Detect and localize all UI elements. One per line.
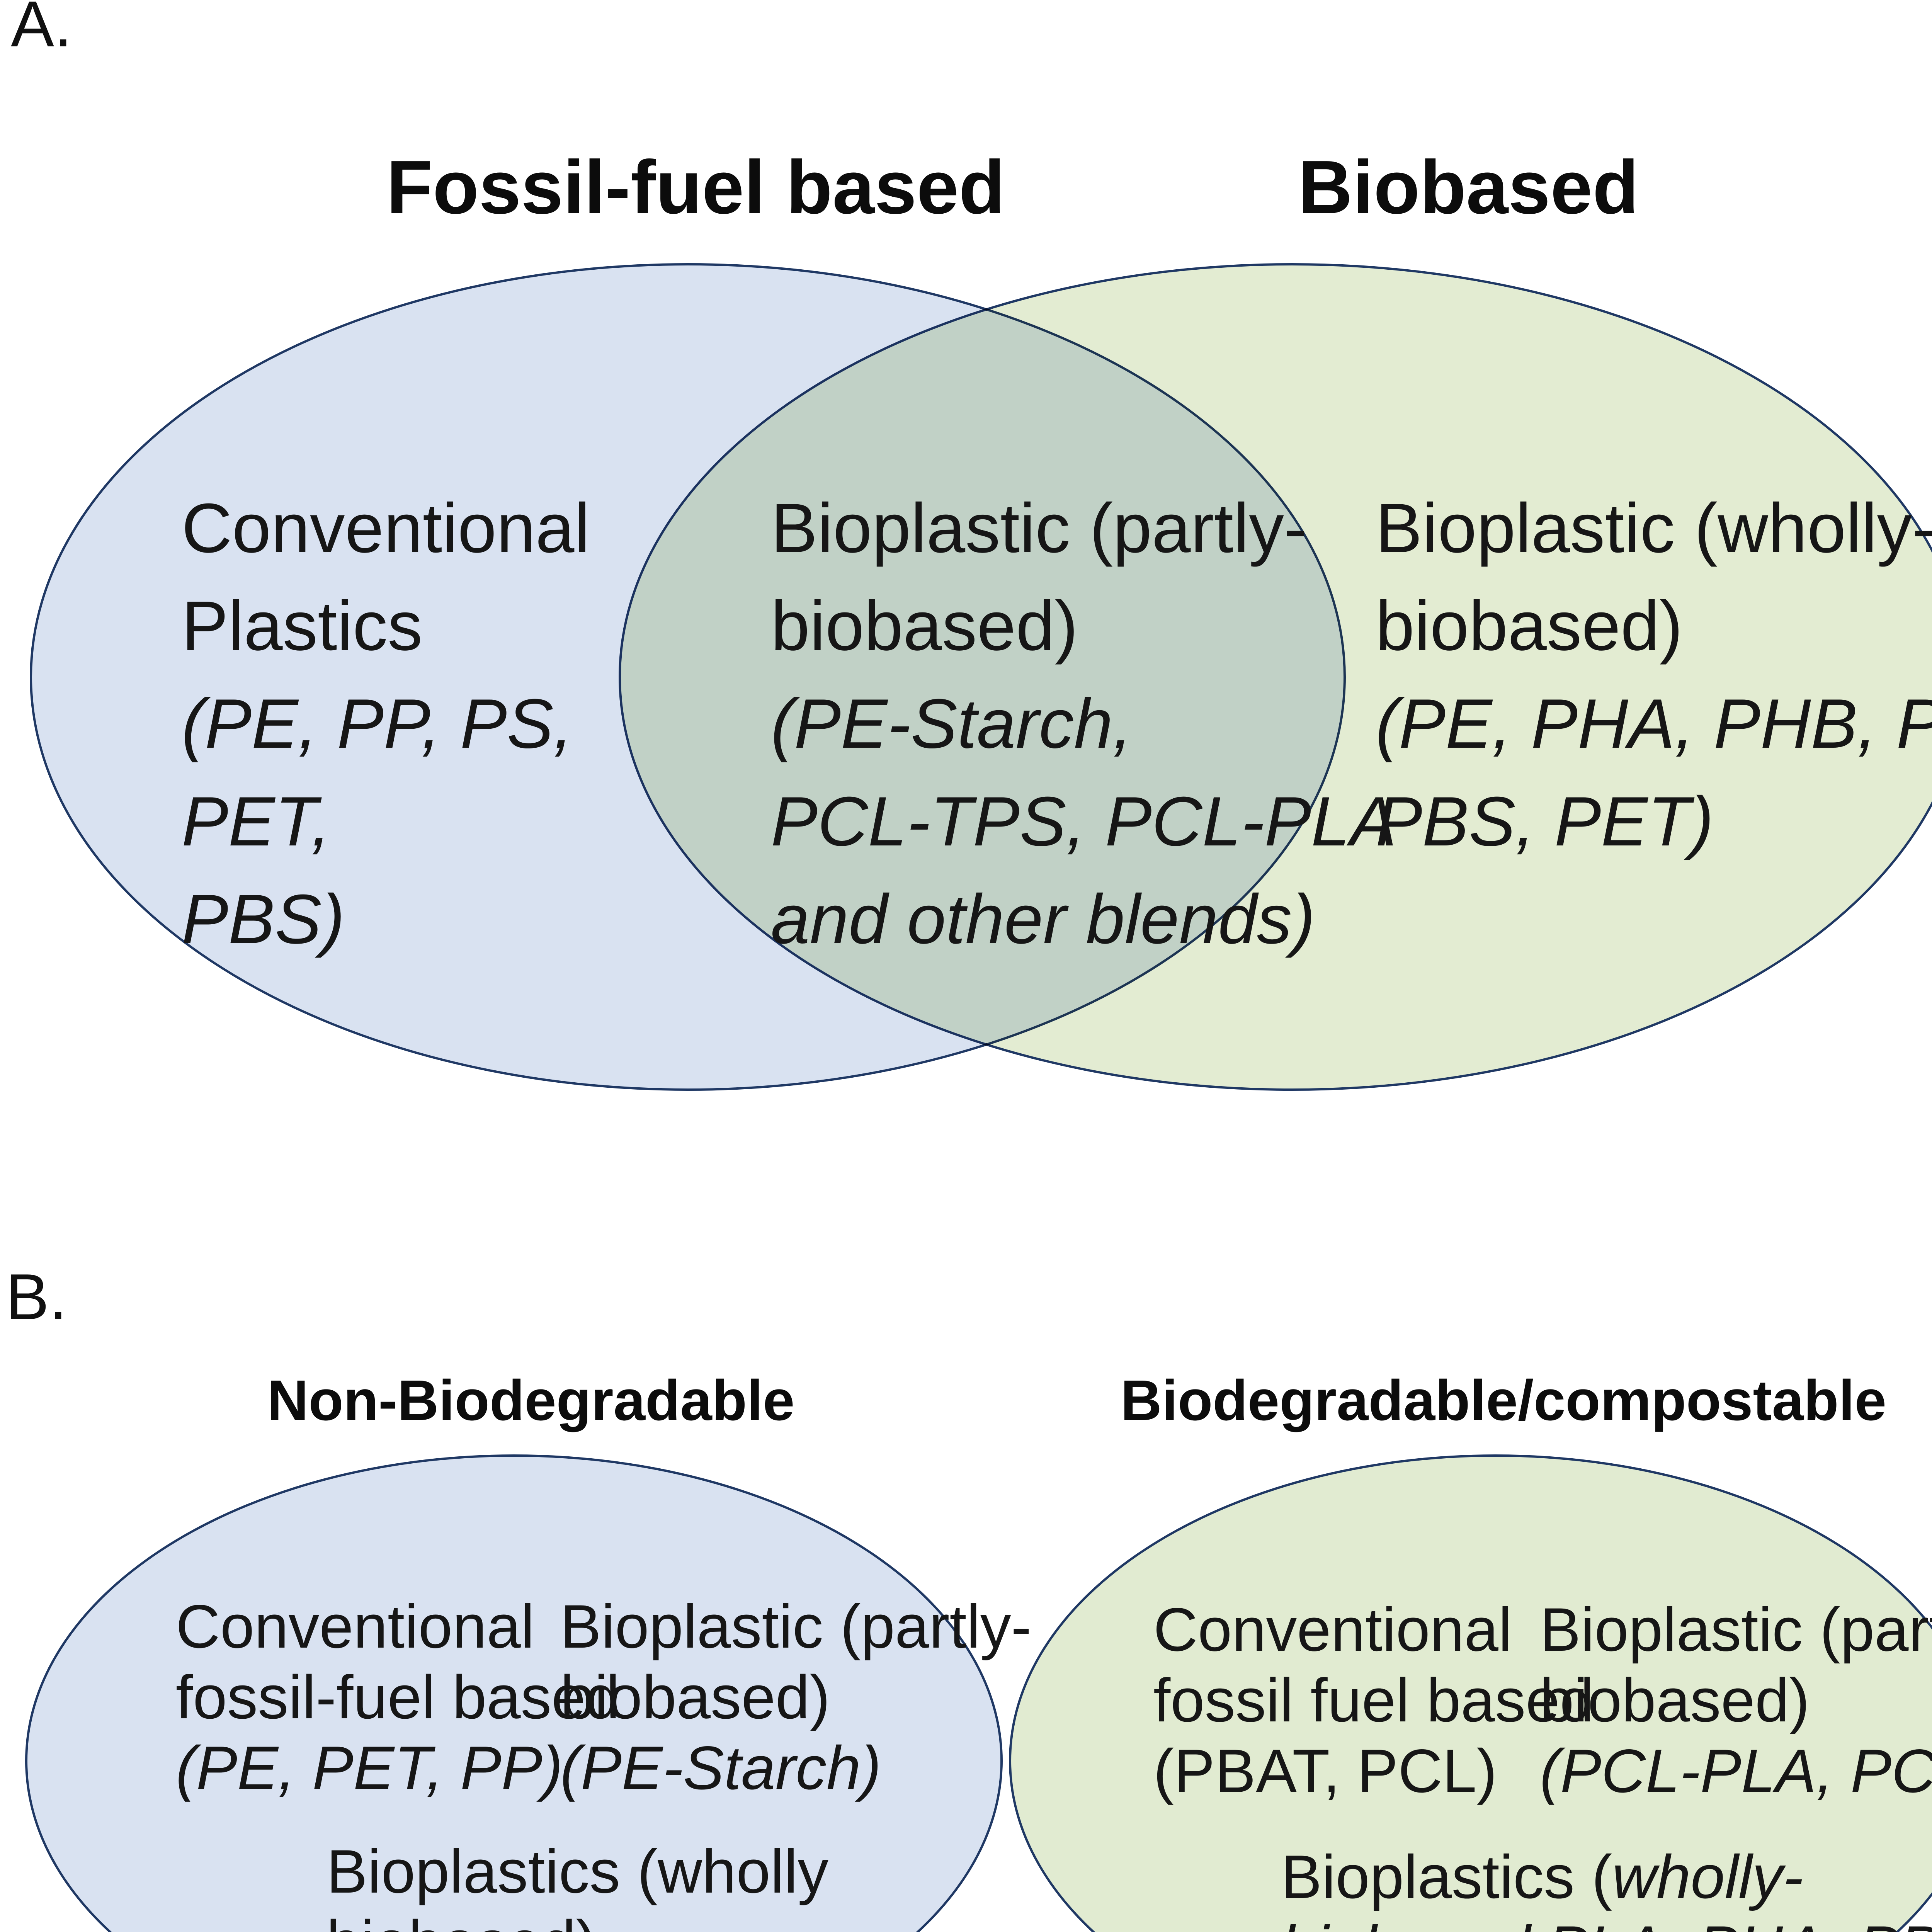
- ellipse-biobased: [619, 263, 1932, 1091]
- ellipse-non-biodegradable: [25, 1454, 1003, 1932]
- text-line: Conventional: [182, 489, 590, 567]
- text-line: biobased): [1540, 1666, 1810, 1735]
- text-line: (PE, PET, PP): [176, 1733, 563, 1802]
- text-block-bioplastic-wholly-biobased: Bioplastic (wholly-biobased) (PE, PHA, PH…: [1376, 480, 1932, 871]
- text-line: PBS): [182, 880, 345, 958]
- text-line: Bioplastic (wholly-: [1376, 489, 1932, 567]
- text-line: biobased PLA, PHA, PBS,: [1281, 1912, 1932, 1932]
- text-block-b-left-bioplastic-partly: Bioplastic (partly-biobased)(PE-Starch): [560, 1591, 1031, 1803]
- title-non-biodegradable: Non-Biodegradable: [267, 1369, 795, 1432]
- text-line: biobased): [1376, 587, 1683, 665]
- text-line: biobased): [771, 587, 1078, 665]
- text-line: (PE-Starch,: [771, 685, 1133, 763]
- text-line: PET,: [182, 782, 331, 861]
- text-line: Plastics: [182, 587, 423, 665]
- text-line: fossil-fuel based: [176, 1663, 620, 1731]
- text-block-b-right-bioplastics-wholly: Bioplastics (wholly-biobased PLA, PHA, P…: [1281, 1842, 1932, 1932]
- text-line: Conventional: [176, 1592, 535, 1661]
- text-line: (PE-Starch): [560, 1733, 881, 1802]
- text-line: fossil fuel based: [1153, 1666, 1594, 1735]
- text-block-bioplastic-partly-biobased: Bioplastic (partly-biobased) (PE-Starch, P…: [771, 480, 1396, 968]
- title-biodegradable-compostable: Biodegradable/compostable: [1121, 1369, 1886, 1432]
- title-biobased: Biobased: [1298, 145, 1639, 230]
- panel-b-label: B.: [6, 1260, 67, 1333]
- text-line: Bioplastics (wholly: [327, 1837, 828, 1906]
- text-block-b-right-bioplastic-partly: Bioplastic (partly-biobased)(PCL-PLA, PC…: [1540, 1594, 1932, 1806]
- text-line: Bioplastics (wholly-: [1281, 1842, 1803, 1911]
- text-line: Bioplastic (partly-: [771, 489, 1308, 567]
- text-line: PCL-TPS, PCL-PLA: [771, 782, 1397, 861]
- text-line: (PCL-PLA, PCL-TPS): [1540, 1736, 1932, 1805]
- ellipse-biodegradable-compostable: [1009, 1454, 1932, 1932]
- text-line: biobased): [560, 1663, 830, 1731]
- panel-a-label: A.: [11, 0, 72, 60]
- text-line: Bioplastic (partly-: [1540, 1595, 1932, 1664]
- text-block-b-left-bioplastics-wholly: Bioplastics (whollybiobased)(PE, PET, PT…: [327, 1836, 828, 1932]
- text-line: (PBAT, PCL): [1153, 1736, 1497, 1805]
- text-line: (PE, PP, PS,: [182, 685, 573, 763]
- text-line: and other blends): [771, 880, 1315, 958]
- text-line: (PE, PHA, PHB, PLA,: [1376, 685, 1932, 763]
- title-fossil-fuel-based: Fossil-fuel based: [386, 145, 1005, 230]
- text-line: biobased): [327, 1907, 828, 1932]
- text-line: Bioplastic (partly-: [560, 1592, 1032, 1661]
- text-line: PBS, PET): [1376, 782, 1714, 861]
- text-line: Conventional: [1153, 1595, 1512, 1664]
